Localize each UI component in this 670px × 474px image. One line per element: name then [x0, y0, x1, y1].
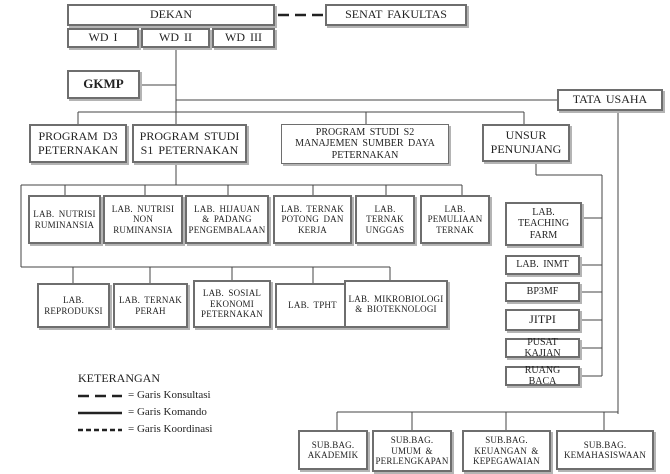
support-unit-box: BP3MF [505, 282, 580, 302]
lab-box: LAB. TPHT [275, 283, 350, 328]
lab-box: LAB. REPRODUKSI [37, 283, 110, 328]
support-unit-label: JITPI [529, 312, 556, 327]
lab-box: LAB. TERNAK UNGGAS [355, 195, 415, 244]
support-unit-label: PUSAT KAJIAN [524, 336, 561, 360]
lab-label: LAB. REPRODUKSI [44, 295, 103, 316]
short-dash-line-icon [78, 428, 122, 432]
support-unit-label: RUANG BACA [524, 364, 561, 388]
subbag-label: SUB.BAG. KEUANGAN & KEPEGAWAIAN [473, 435, 540, 467]
lab-box: LAB. HIJAUAN & PADANG PENGEMBALAAN [185, 195, 269, 244]
subbag-label: SUB.BAG. AKADEMIK [307, 439, 359, 460]
support-unit-box: PUSAT KAJIAN [505, 336, 580, 360]
lab-box: LAB. MIKROBIOLOGI & BIOTEKNOLOGI [344, 280, 448, 328]
senat-fakultas-box: SENAT FAKULTAS [325, 4, 467, 26]
wd-2-label: WD II [159, 30, 192, 45]
lab-label: LAB. PEMULIAAN TERNAK [427, 203, 483, 235]
legend-label-komando: = Garis Komando [128, 406, 207, 418]
lab-box: LAB. NUTRISI RUMINANSIA [28, 195, 101, 244]
program-s1-box: PROGRAM STUDI S1 PETERNAKAN [132, 124, 247, 163]
lab-box: LAB. TERNAK PERAH [113, 283, 188, 328]
lab-label: LAB. NUTRISI RUMINANSIA [33, 209, 96, 230]
subbag-label: SUB.BAG. KEMAHASISWAAN [563, 439, 647, 460]
subbag-label: SUB.BAG. UMUM & PERLENGKAPAN [375, 435, 449, 467]
wd-3-box: WD III [212, 28, 275, 48]
lab-box: LAB. NUTRISI NON RUMINANSIA [103, 195, 183, 244]
support-unit-label: BP3MF [526, 286, 559, 298]
program-d3-label: PROGRAM D3 PETERNAKAN [38, 128, 118, 157]
unsur-penunjang-label: UNSUR PENUNJANG [490, 128, 562, 156]
lab-label: LAB. TERNAK UNGGAS [365, 203, 405, 235]
tata-usaha-label: TATA USAHA [572, 92, 648, 107]
lab-label: LAB. TPHT [288, 300, 337, 311]
wd-3-label: WD III [225, 30, 262, 45]
solid-line-icon [78, 411, 122, 415]
unsur-penunjang-box: UNSUR PENUNJANG [482, 124, 570, 162]
wd-2-box: WD II [141, 28, 210, 48]
lab-label: LAB. SOSIAL EKONOMI PETERNAKAN [201, 288, 263, 320]
program-s2-label: PROGRAM STUDI S2 MANAJEMEN SUMBER DAYA P… [295, 126, 435, 161]
lab-label: LAB. TERNAK PERAH [118, 295, 183, 316]
dekan-label: DEKAN [150, 7, 192, 22]
gkmp-label: GKMP [83, 76, 124, 92]
tata-usaha-box: TATA USAHA [557, 89, 663, 111]
legend-row-komando: = Garis Komando [78, 406, 218, 420]
support-unit-box: RUANG BACA [505, 364, 580, 388]
lab-label: LAB. TERNAK POTONG DAN KERJA [280, 203, 345, 235]
program-s2-box: PROGRAM STUDI S2 MANAJEMEN SUMBER DAYA P… [281, 124, 449, 164]
support-unit-box: LAB. INMT [505, 255, 580, 275]
lab-box: LAB. SOSIAL EKONOMI PETERNAKAN [193, 280, 271, 328]
support-unit-box: JITPI [505, 309, 580, 331]
support-unit-box: LAB. TEACHING FARM [505, 202, 582, 246]
lab-label: LAB. NUTRISI NON RUMINANSIA [111, 203, 175, 235]
long-dash-line-icon [78, 394, 122, 398]
dekan-box: DEKAN [67, 4, 275, 26]
legend-title: KETERANGAN [78, 371, 160, 385]
lab-label: LAB. MIKROBIOLOGI & BIOTEKNOLOGI [348, 293, 444, 314]
subbag-box: SUB.BAG. UMUM & PERLENGKAPAN [372, 430, 452, 472]
lab-label: LAB. HIJAUAN & PADANG PENGEMBALAAN [188, 203, 266, 235]
legend-label-konsultasi: = Garis Konsultasi [128, 389, 211, 401]
subbag-box: SUB.BAG. KEUANGAN & KEPEGAWAIAN [462, 430, 551, 472]
legend-row-konsultasi: = Garis Konsultasi [78, 389, 218, 403]
support-unit-label: LAB. INMT [516, 259, 569, 271]
wd-1-box: WD I [67, 28, 139, 48]
gkmp-box: GKMP [67, 70, 140, 99]
program-d3-box: PROGRAM D3 PETERNAKAN [29, 124, 127, 163]
lab-box: LAB. TERNAK POTONG DAN KERJA [273, 195, 352, 244]
senat-fakultas-label: SENAT FAKULTAS [345, 7, 447, 22]
legend-row-koordinasi: = Garis Koordinasi [78, 423, 218, 437]
subbag-box: SUB.BAG. AKADEMIK [298, 430, 368, 470]
support-unit-label: LAB. TEACHING FARM [517, 206, 570, 241]
program-s1-label: PROGRAM STUDI S1 PETERNAKAN [139, 128, 240, 157]
wd-1-label: WD I [88, 30, 118, 45]
lab-box: LAB. PEMULIAAN TERNAK [420, 195, 490, 244]
subbag-box: SUB.BAG. KEMAHASISWAAN [556, 430, 654, 470]
legend-label-koordinasi: = Garis Koordinasi [128, 423, 213, 435]
